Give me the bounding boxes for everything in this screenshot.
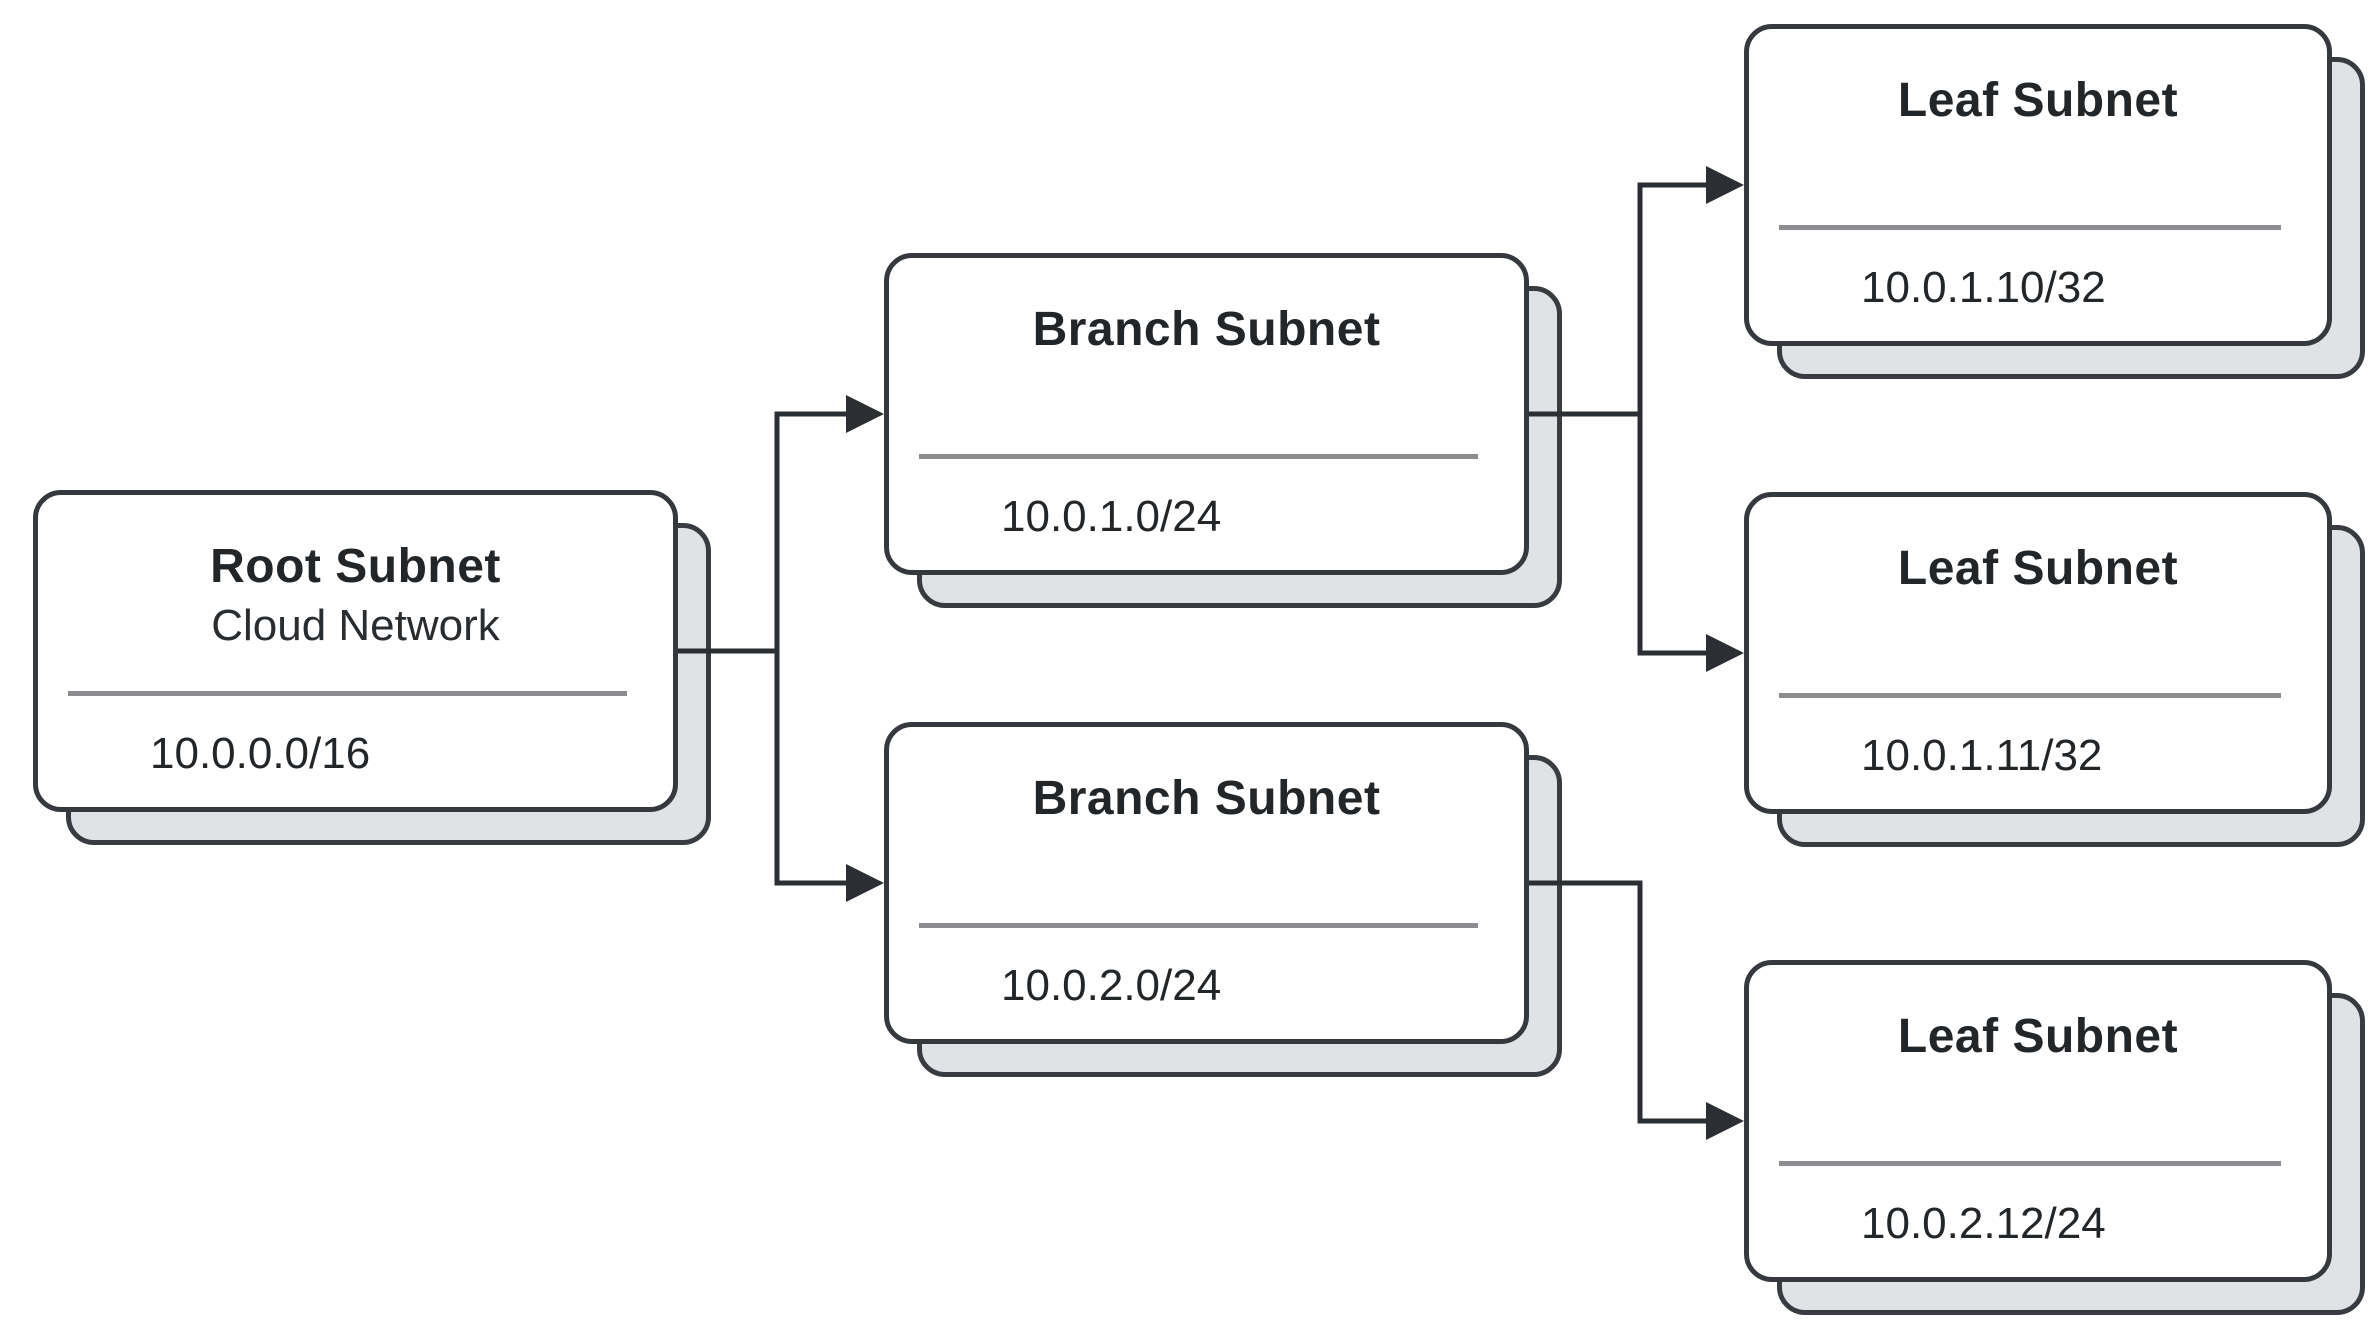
card-divider — [1779, 225, 2281, 230]
leaf-subnet-1-card: Leaf Subnet 10.0.1.10/32 — [1744, 24, 2332, 346]
node-cidr: 10.0.1.0/24 — [1001, 492, 1222, 541]
arrowhead-into-leaf-3 — [1706, 1102, 1744, 1140]
node-leaf-subnet-3: Leaf Subnet 10.0.2.12/24 — [1744, 960, 2365, 1315]
root-subnet-card: Root Subnet Cloud Network 10.0.0.0/16 — [33, 490, 678, 812]
arrowhead-into-branch-2 — [846, 864, 884, 902]
node-title: Leaf Subnet — [1897, 1010, 2179, 1063]
card-divider — [1779, 693, 2281, 698]
node-branch-subnet-2: Branch Subnet 10.0.2.0/24 — [884, 722, 1562, 1077]
arrowhead-into-leaf-1 — [1706, 166, 1744, 204]
leaf-subnet-3-card: Leaf Subnet 10.0.2.12/24 — [1744, 960, 2332, 1282]
node-cidr: 10.0.2.0/24 — [1001, 961, 1222, 1010]
card-divider — [1779, 1161, 2281, 1166]
edge-branch1-to-leaves — [1637, 182, 1706, 656]
node-leaf-subnet-1: Leaf Subnet 10.0.1.10/32 — [1744, 24, 2365, 379]
node-title: Root Subnet — [210, 540, 501, 593]
node-subtitle: Cloud Network — [211, 601, 500, 650]
node-root-subnet: Root Subnet Cloud Network 10.0.0.0/16 — [33, 490, 711, 845]
node-title: Branch Subnet — [1032, 303, 1381, 356]
card-divider — [919, 454, 1478, 459]
node-leaf-subnet-2: Leaf Subnet 10.0.1.11/32 — [1744, 492, 2365, 847]
branch-subnet-2-card: Branch Subnet 10.0.2.0/24 — [884, 722, 1529, 1044]
arrowhead-into-leaf-2 — [1706, 634, 1744, 672]
edge-root-to-branches — [774, 411, 846, 886]
card-divider — [919, 923, 1478, 928]
node-cidr: 10.0.1.10/32 — [1861, 263, 2106, 312]
card-divider — [68, 691, 627, 696]
node-title: Leaf Subnet — [1897, 542, 2179, 595]
node-cidr: 10.0.2.12/24 — [1861, 1199, 2106, 1248]
node-title: Leaf Subnet — [1897, 74, 2179, 127]
arrowhead-into-branch-1 — [846, 395, 884, 433]
node-cidr: 10.0.0.0/16 — [150, 729, 371, 778]
node-title: Branch Subnet — [1032, 772, 1381, 825]
node-cidr: 10.0.1.11/32 — [1861, 731, 2103, 780]
leaf-subnet-2-card: Leaf Subnet 10.0.1.11/32 — [1744, 492, 2332, 814]
node-branch-subnet-1: Branch Subnet 10.0.1.0/24 — [884, 253, 1562, 608]
branch-subnet-1-card: Branch Subnet 10.0.1.0/24 — [884, 253, 1529, 575]
